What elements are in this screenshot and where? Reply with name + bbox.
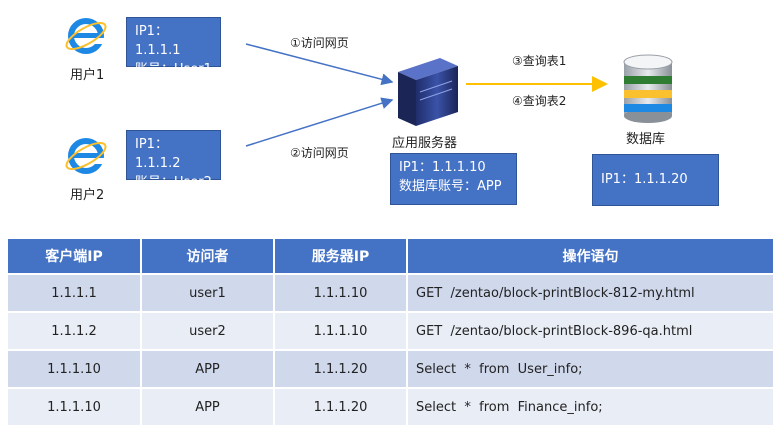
cell-server-ip: 1.1.1.20 xyxy=(274,387,408,425)
database-icon xyxy=(623,54,673,123)
table-header-row: 客户端IP 访问者 服务器IP 操作语句 xyxy=(8,239,775,274)
user2-ip: IP1：1.1.1.2 xyxy=(135,137,181,171)
cell-client-ip: 1.1.1.10 xyxy=(8,387,142,425)
access-log-table: 客户端IP 访问者 服务器IP 操作语句 1.1.1.1 user1 1.1.1… xyxy=(8,239,775,425)
header-statement: 操作语句 xyxy=(407,239,775,274)
diagram-canvas xyxy=(65,18,673,174)
user2-account: 账号：User2 xyxy=(135,175,212,190)
database-label: 数据库 xyxy=(626,132,666,147)
cell-visitor: user1 xyxy=(141,273,275,312)
database-info-box: IP1：1.1.1.20 xyxy=(592,154,719,206)
access-arrow-2 xyxy=(245,97,394,147)
table-row: 1.1.1.10 APP 1.1.1.20 Select * from Fina… xyxy=(8,387,775,425)
user1-account: 账号：User1 xyxy=(135,62,212,77)
cell-statement: GET /zentao/block-printBlock-812-my.html xyxy=(407,273,775,312)
cell-server-ip: 1.1.1.10 xyxy=(274,311,408,350)
server-account: 数据库账号：APP xyxy=(399,179,502,194)
header-visitor: 访问者 xyxy=(141,239,275,274)
server-label: 应用服务器 xyxy=(392,136,458,151)
cell-statement: Select * from Finance_info; xyxy=(407,387,775,425)
header-client-ip: 客户端IP xyxy=(8,239,142,274)
query-label-2: ④查询表2 xyxy=(512,94,567,108)
header-server-ip: 服务器IP xyxy=(274,239,408,274)
cell-client-ip: 1.1.1.2 xyxy=(8,311,142,350)
server-info-box: IP1：1.1.1.10 数据库账号：APP xyxy=(390,153,517,205)
table-row: 1.1.1.10 APP 1.1.1.20 Select * from User… xyxy=(8,349,775,388)
user1-label: 用户1 xyxy=(70,68,105,83)
browser-icon-user1 xyxy=(65,18,107,54)
cell-statement: Select * from User_info; xyxy=(407,349,775,388)
access-label-1: ①访问网页 xyxy=(290,36,349,50)
cell-server-ip: 1.1.1.10 xyxy=(274,273,408,312)
browser-icon-user2 xyxy=(65,138,107,174)
cell-visitor: user2 xyxy=(141,311,275,350)
server-ip: IP1：1.1.1.10 xyxy=(399,160,486,175)
user2-info-box: IP1：1.1.1.2 账号：User2 xyxy=(126,130,221,190)
table-row: 1.1.1.2 user2 1.1.1.10 GET /zentao/block… xyxy=(8,311,775,350)
cell-visitor: APP xyxy=(141,349,275,388)
cell-statement: GET /zentao/block-printBlock-896-qa.html xyxy=(407,311,775,350)
user1-info-box: IP1：1.1.1.1 账号：User1 xyxy=(126,17,221,77)
cell-client-ip: 1.1.1.1 xyxy=(8,273,142,312)
access-arrow-1 xyxy=(245,43,394,86)
server-icon xyxy=(398,58,458,126)
cell-visitor: APP xyxy=(141,387,275,425)
user2-label: 用户2 xyxy=(70,188,105,203)
user1-ip: IP1：1.1.1.1 xyxy=(135,24,181,58)
access-label-2: ②访问网页 xyxy=(290,146,349,160)
table-row: 1.1.1.1 user1 1.1.1.10 GET /zentao/block… xyxy=(8,273,775,312)
cell-client-ip: 1.1.1.10 xyxy=(8,349,142,388)
query-label-1: ③查询表1 xyxy=(512,54,567,68)
cell-server-ip: 1.1.1.20 xyxy=(274,349,408,388)
database-ip: IP1：1.1.1.20 xyxy=(601,172,688,187)
